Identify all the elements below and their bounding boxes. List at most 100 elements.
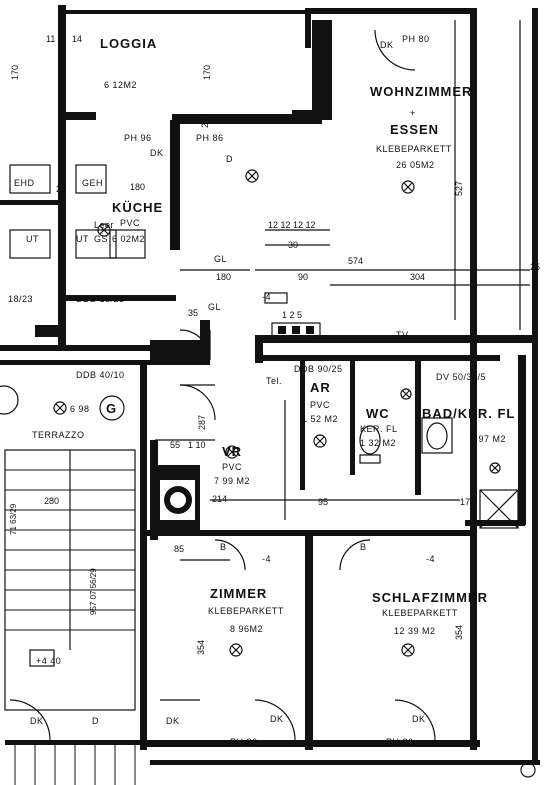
label-stair-a: 71 63/29 <box>9 503 18 535</box>
dim-214: 214 <box>212 494 227 504</box>
room-area-loggia: 6 12M2 <box>104 80 137 90</box>
dim-180-hall: 180 <box>216 272 231 282</box>
dim-12-series: 12 12 12 12 <box>268 220 316 230</box>
label-geh: GEH <box>82 178 103 188</box>
dim-30: 30 <box>288 240 298 250</box>
label-leer: Leer <box>94 220 114 230</box>
label-ph96: PH 96 <box>124 133 152 143</box>
dim-110: 1 10 <box>188 440 206 450</box>
room-name-schlafzimmer: SCHLAFZIMMER <box>372 590 488 605</box>
room-name-wc: WC <box>366 406 390 421</box>
dim-14: 14 <box>72 34 82 44</box>
room-name-wohnzimmer: WOHNZIMMER <box>370 84 472 99</box>
dim-354-schlaf: 354 <box>454 625 464 640</box>
dim-90: 90 <box>298 272 308 282</box>
room-labels: LOGGIA 6 12M2 WOHNZIMMER + ESSEN KLEBEPA… <box>32 36 515 636</box>
dim-85: 85 <box>174 544 184 554</box>
label-dv50305: DV 50/30/5 <box>436 372 486 382</box>
dim-35: 35 <box>188 308 198 318</box>
room-name-kueche: KÜCHE <box>112 200 163 215</box>
bathroom-fixtures <box>359 417 519 529</box>
room-name-essen: ESSEN <box>390 122 439 137</box>
label-dk-kitchen: DK <box>150 148 164 158</box>
stair-marker-circle <box>99 395 125 421</box>
dim-287: 287 <box>197 415 207 430</box>
dim-280: 280 <box>44 496 59 506</box>
door-swings <box>9 29 436 741</box>
dim-180-kitchen: 180 <box>130 182 145 192</box>
label-dk-zimmer-2: DK <box>270 714 284 724</box>
label-ut-2: UT <box>76 234 89 244</box>
label-ph86-zimmer: PH 86 <box>230 737 258 747</box>
label-g-marker: G <box>106 401 117 416</box>
label-ddb4010: DDB 40/10 <box>76 370 125 380</box>
label-ut-1: UT <box>26 234 39 244</box>
room-name-loggia: LOGGIA <box>100 36 157 51</box>
label-floor-level: +4 40 <box>36 656 61 666</box>
label-d-stair: D <box>92 716 99 726</box>
room-name-ar: AR <box>310 380 331 395</box>
label-ddb9025: DDB 90/25 <box>294 364 343 374</box>
stairwell <box>4 449 145 785</box>
loggia-walls <box>58 5 332 125</box>
dim-25-c: 25 <box>530 262 540 272</box>
room-floor-kueche: PVC <box>120 218 140 228</box>
label-minus4-schlaf: -4 <box>426 554 435 564</box>
label-dk-zimmer: DK <box>166 716 180 726</box>
label-gl-1: GL <box>214 254 227 264</box>
label-698: 6 98 <box>70 404 90 414</box>
label-dk-schlaf: DK <box>412 714 426 724</box>
dimension-labels: 11 14 170 170 180 25 527 574 304 90 180 … <box>10 34 540 655</box>
room-area-kueche: 6 02M2 <box>112 234 145 244</box>
room-area-zimmer: 8 96M2 <box>230 624 263 634</box>
dim-11: 11 <box>46 34 55 44</box>
dim-25-a: 25 <box>200 118 210 128</box>
label-dk: DK <box>380 40 394 50</box>
room-area-wohnzimmer: 26 05M2 <box>396 160 435 170</box>
label-ph86-top: PH 86 <box>196 133 224 143</box>
label-dk-stair: DK <box>30 716 44 726</box>
dim-354-zimmer: 354 <box>196 640 206 655</box>
label-ph86-schlaf: PH 86 <box>386 737 414 747</box>
corner-marker <box>520 762 536 778</box>
room-area-schlafzimmer: 12 39 M2 <box>394 626 436 636</box>
room-name-vr: VR <box>222 444 242 459</box>
label-minus4-hall: -4 <box>262 292 271 302</box>
dimension-lines <box>155 20 530 561</box>
room-name-bad: BAD/KER. FL <box>422 406 515 421</box>
dim-304: 304 <box>410 272 425 282</box>
light-fixtures <box>0 169 536 778</box>
room-floor-ar: PVC <box>310 400 330 410</box>
dim-173: 173 <box>460 497 475 507</box>
room-floor-wc: KER. FL <box>360 424 398 434</box>
room-area-ar: 1 52 M2 <box>302 414 338 424</box>
label-ph80: PH 80 <box>402 34 430 44</box>
annotation-labels: DK PH 80 PH 86 PH 96 DK D DDB 18/23 18/2… <box>8 34 486 747</box>
label-b-2: B <box>360 542 367 552</box>
label-tv: TV <box>396 330 409 340</box>
label-ddb1823: DDB 18/23 <box>76 294 125 304</box>
room-area-vr: 7 99 M2 <box>214 476 250 486</box>
dim-170-right: 170 <box>202 65 212 80</box>
room-name-zimmer: ZIMMER <box>210 586 267 601</box>
label-d-kitchen: D <box>226 154 233 164</box>
dim-170-left: 170 <box>10 65 20 80</box>
label-gs: GS <box>94 234 108 244</box>
label-stair-b: 957 07 56/29 <box>89 568 98 615</box>
kitchen-walls <box>0 120 180 350</box>
dim-1-2-5: 1 2 5 <box>282 310 302 320</box>
room-floor-wohnzimmer: KLEBEPARKETT <box>376 144 452 154</box>
dim-55: 55 <box>170 440 180 450</box>
label-1823-left: 18/23 <box>8 294 33 304</box>
room-name-plus: + <box>410 108 416 118</box>
label-tel: Tel. <box>266 376 282 386</box>
kitchen-fixtures <box>9 164 146 259</box>
dim-527: 527 <box>454 181 464 196</box>
label-ehd: EHD <box>14 178 35 188</box>
interior-walls <box>147 320 535 750</box>
label-minus4-zimmer: -4 <box>262 554 271 564</box>
elevator-shaft <box>150 440 200 540</box>
room-floor-vr: PVC <box>222 462 242 472</box>
electrical-panel <box>264 292 321 338</box>
